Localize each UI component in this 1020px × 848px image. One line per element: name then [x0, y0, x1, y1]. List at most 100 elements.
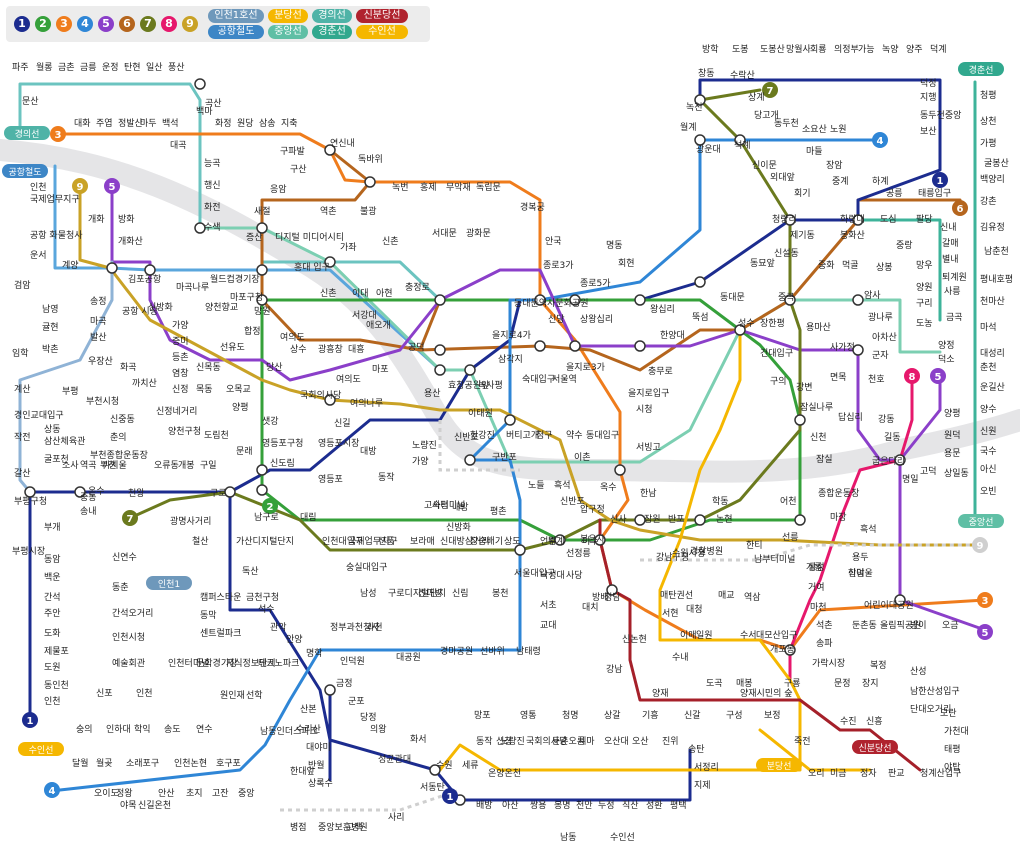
station-label: 가산디지털단지 — [236, 535, 294, 547]
station-label: 뚝섬 — [692, 312, 709, 323]
station-label: 보산 — [920, 126, 937, 137]
station-label: 대곡 — [170, 140, 187, 151]
station-label: 도원 — [44, 662, 61, 673]
transfer-marker-10 — [434, 364, 446, 376]
station-label: 신길 — [334, 418, 351, 429]
station-label: 한티 — [746, 540, 763, 551]
transfer-marker-24 — [794, 414, 806, 426]
station-label: 이촌 — [574, 452, 591, 463]
legend-pill-7: 수인선 — [356, 25, 408, 39]
station-label: 양재시민의 숲 — [740, 688, 793, 699]
station-label: 신목동 — [196, 362, 221, 373]
line-9 — [78, 184, 977, 547]
transfer-marker-50 — [784, 214, 796, 226]
station-label: 신반포 — [454, 432, 479, 443]
station-label: 기흥 — [642, 709, 659, 721]
station-label: 부평 — [62, 386, 79, 397]
station-label: 평촌 — [490, 506, 507, 517]
station-label: 봉명 — [554, 800, 571, 811]
map-line-badge-9 — [904, 368, 920, 384]
station-label: 대모산입구 — [756, 629, 797, 641]
station-label: 소요산 — [802, 124, 827, 135]
station-label: 수내 — [672, 652, 689, 663]
transfer-marker-4 — [256, 294, 268, 306]
station-label: 수원 — [436, 760, 453, 771]
han-river — [0, 139, 1020, 483]
station-label: 오류동 — [154, 460, 179, 471]
station-label: 안국 — [545, 236, 562, 247]
station-label: 남영 — [42, 304, 59, 315]
station-label: 서울역 — [552, 374, 577, 385]
station-label: 오금 — [942, 620, 959, 631]
station-label: 을지로4가 — [492, 330, 531, 341]
station-label: 부평구청 — [14, 496, 47, 507]
station-label: 신길온천 — [138, 800, 171, 811]
legend-pill-6: 경춘선 — [312, 25, 352, 39]
station-label: 남성 — [360, 588, 377, 599]
station-label: 삼산체육관 — [44, 436, 85, 447]
station-label: 사릉 — [944, 286, 961, 297]
station-label: 정자 — [860, 768, 877, 779]
station-label: 마들 — [806, 146, 823, 157]
station-label: 수진 — [840, 716, 857, 727]
station-label: 금천구청 — [246, 592, 279, 603]
transfer-marker-34 — [554, 534, 566, 546]
station-label: 건대입구 — [760, 347, 793, 359]
station-label: 청량리 — [772, 213, 797, 225]
station-label: 석계 — [734, 139, 751, 151]
station-label: 독산 — [242, 566, 259, 577]
station-label: 계양 — [62, 259, 79, 271]
station-label: 수락산 — [730, 69, 755, 81]
station-label: 망우 — [916, 260, 933, 271]
station-label: 별내 — [942, 254, 959, 265]
station-label: 마포구청 — [230, 292, 263, 303]
station-label: 국회의사당 — [526, 736, 567, 747]
station-label: 삼송 — [259, 118, 276, 129]
legend-line-4-badge: 4 — [77, 16, 93, 32]
station-label: 화정 — [215, 118, 232, 129]
map-line-pill-label-6: 분당선 — [767, 761, 792, 772]
station-label: 경복궁 — [520, 201, 545, 213]
station-label: 가천대 — [944, 726, 969, 737]
station-label: 청계산입구 — [920, 767, 961, 779]
station-label: 대흥 — [348, 343, 365, 355]
station-label: 신방화 — [148, 302, 173, 313]
station-label: 충무로 — [648, 366, 673, 377]
transfer-marker-25 — [794, 514, 806, 526]
station-label: 가좌 — [340, 242, 357, 253]
station-label: 천왕 — [128, 488, 145, 499]
station-label: 청구 — [536, 430, 553, 441]
station-label: 신답 — [848, 567, 865, 579]
station-label: 잠원 — [644, 514, 661, 525]
transfer-marker-40 — [894, 454, 906, 466]
station-label: 월계 — [680, 121, 697, 133]
map-line-pill-4 — [146, 576, 192, 590]
station-label: 증산 — [246, 232, 263, 243]
line-gyeongchun — [856, 80, 977, 522]
station-label: 선릉 — [782, 532, 799, 543]
station-label: 상록수 — [308, 778, 333, 789]
station-label: 개화산 — [118, 236, 143, 247]
station-label: 신정 — [172, 384, 189, 395]
transfer-marker-42 — [324, 684, 336, 696]
station-label: 오이도 — [94, 788, 119, 799]
station-label: 공항 화물청사 — [30, 230, 83, 241]
station-label: 학익 — [134, 723, 151, 735]
station-label: 하계 — [872, 175, 889, 187]
station-label: 금정 — [336, 678, 353, 689]
legend-line-7-badge: 7 — [140, 16, 156, 32]
station-label: 이수 — [582, 536, 599, 547]
station-label: 덕소 — [938, 354, 955, 365]
station-label: 동춘 — [112, 582, 129, 593]
map-line-badge-6 — [762, 82, 778, 98]
station-label: 중랑 — [896, 239, 913, 251]
station-label: 개화 — [88, 214, 105, 225]
station-label: 아산 — [502, 800, 519, 811]
station-label: 구의 — [770, 376, 787, 387]
station-label: 마곡 — [90, 316, 107, 327]
transfer-marker-51 — [324, 394, 336, 406]
station-label: 매봉 — [736, 678, 753, 689]
station-label: 판교 — [888, 768, 905, 779]
station-label: 복정 — [870, 660, 887, 671]
station-label: 문정 — [834, 678, 851, 689]
